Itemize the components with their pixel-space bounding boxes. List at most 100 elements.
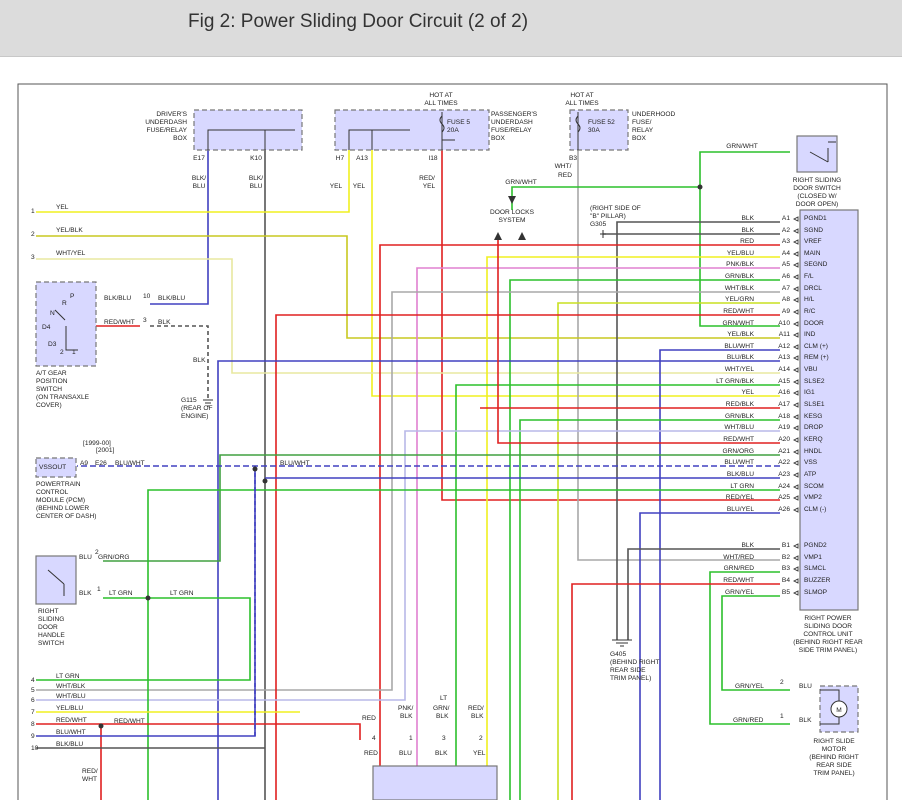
wire-label: BLK/BLU	[158, 295, 185, 302]
pin-function: SGND	[804, 227, 823, 234]
fuse52-symbol	[575, 112, 581, 150]
splice-2	[252, 466, 258, 472]
wire-label: BLK/	[249, 175, 263, 182]
pin-connector-mark	[792, 578, 799, 584]
pin-id: A15	[778, 378, 790, 385]
at-switch-label: COVER)	[36, 402, 62, 409]
pin-wire-color: WHT/BLK	[725, 285, 755, 292]
wire-label: LT GRN	[109, 590, 133, 597]
pin-id: B2	[782, 554, 790, 561]
ground-g115-icon	[203, 399, 213, 407]
pin-wire-color: BLU/YEL	[727, 506, 754, 513]
pin-connector-mark	[792, 239, 799, 245]
harness-pin-number: 3	[31, 254, 35, 261]
wire-label: BLK/BLU	[104, 295, 131, 302]
wire-label: RED	[558, 172, 572, 179]
pin-connector-mark	[792, 414, 799, 420]
wire-label: BLK	[799, 717, 812, 724]
pin-connector-mark	[792, 495, 799, 501]
underhood-fuse-label: FUSE/	[632, 119, 652, 126]
at-switch-label: SWITCH	[36, 386, 62, 393]
pin-connector-mark	[792, 274, 799, 280]
wire-h7-yel	[36, 150, 350, 213]
wire-a4-yelblu	[486, 256, 780, 800]
pin-connector-mark	[792, 297, 799, 303]
wire-label: YEL	[473, 750, 486, 757]
harness-pin-number: 9	[31, 733, 35, 740]
pin-function: VREF	[804, 238, 822, 245]
motor-leads	[820, 689, 840, 725]
wire-label: RED	[362, 715, 376, 722]
drivers-fuse-label: BOX	[173, 135, 188, 142]
at-switch-label: (ON TRANSAXLE	[36, 394, 90, 401]
wire-a20-redwht	[497, 240, 780, 444]
gear-position-label: D3	[48, 341, 57, 348]
pin-id: A24	[778, 483, 790, 490]
pin-wire-color: GRN/WHT	[723, 320, 755, 327]
pin-wire-color: BLK	[742, 227, 755, 234]
wire-label: LT	[440, 695, 447, 702]
pin-wire-color: RED/WHT	[723, 308, 754, 315]
pass-fuse-label: PASSENGER'S	[491, 111, 538, 118]
fuse5-symbol	[439, 115, 445, 133]
wire-a5-pnkblk	[416, 267, 780, 800]
pin-function: SEGND	[804, 261, 828, 268]
pin-wire-color: RED/YEL	[726, 494, 755, 501]
pin-function: ATP	[804, 471, 817, 478]
wire-label: BLU	[193, 183, 206, 190]
door-switch-contact	[809, 141, 836, 163]
pin-connector-mark	[792, 286, 799, 292]
wire-label: BLU/WHT	[280, 460, 310, 467]
drivers-fuse-label: FUSE/RELAY	[146, 127, 187, 134]
wire-3-whtyel	[36, 258, 780, 374]
pin-id: A9	[782, 308, 790, 315]
pcm-label: (BEHIND LOWER	[36, 505, 89, 512]
diagram-frame	[17, 83, 888, 800]
pin-id: A5	[782, 261, 790, 268]
wire-label: BLU	[799, 683, 812, 690]
wire-label: 3	[143, 317, 147, 324]
pin-function: SLSE2	[804, 378, 825, 385]
pin-id: A6	[782, 273, 790, 280]
pin-id: A17	[778, 401, 790, 408]
wire-label: A9	[80, 460, 88, 467]
pin-function: MAIN	[804, 250, 821, 257]
pin-id: A26	[778, 506, 790, 513]
door-locks-label: SYSTEM	[498, 217, 525, 224]
wire-label: RED/	[419, 175, 435, 182]
control-unit-label: CONTROL UNIT	[803, 631, 852, 638]
wire-label: RED	[364, 750, 378, 757]
handle-switch-label: SLIDING	[38, 616, 64, 623]
pin-id: B4	[782, 577, 790, 584]
door-locks-arrow-2	[518, 232, 526, 240]
wire-label: GRN/ORG	[98, 554, 130, 561]
drivers-fuse-label: UNDERDASH	[145, 119, 187, 126]
pin-wire-color: YEL	[742, 389, 755, 396]
pin-id: B3	[782, 565, 790, 572]
pin-function: VSS	[804, 459, 818, 466]
wire-a21-grnorg	[103, 454, 780, 562]
hot1-label: ALL TIMES	[424, 100, 458, 107]
g305-label: "B" PILLAR)	[590, 213, 626, 220]
wire-a7-whtblk	[36, 291, 780, 691]
handle-switch-box	[35, 555, 77, 605]
wire-label: 2	[780, 679, 784, 686]
harness-wire-color: WHT/BLU	[56, 693, 86, 700]
wire-label: 4	[372, 735, 376, 742]
pin-id: A20	[778, 436, 790, 443]
wire-label: K10	[250, 155, 262, 162]
pin-wire-color: GRN/ORG	[722, 448, 754, 455]
control-unit-label: RIGHT POWER	[804, 615, 851, 622]
wire-label: BLK	[400, 713, 413, 720]
wire-bottom-redwht	[36, 723, 361, 740]
pin-connector-mark	[792, 566, 799, 572]
pin-wire-color: WHT/RED	[723, 554, 754, 561]
pin-id: A12	[778, 343, 790, 350]
hot2-label: ALL TIMES	[565, 100, 599, 107]
wire-label: BLK/	[192, 175, 206, 182]
pin-id: A23	[778, 471, 790, 478]
pin-id: A11	[779, 331, 791, 338]
pin-connector-mark	[792, 355, 799, 361]
pin-connector-mark	[792, 228, 799, 234]
wire-label: BLU/WHT	[115, 460, 145, 467]
